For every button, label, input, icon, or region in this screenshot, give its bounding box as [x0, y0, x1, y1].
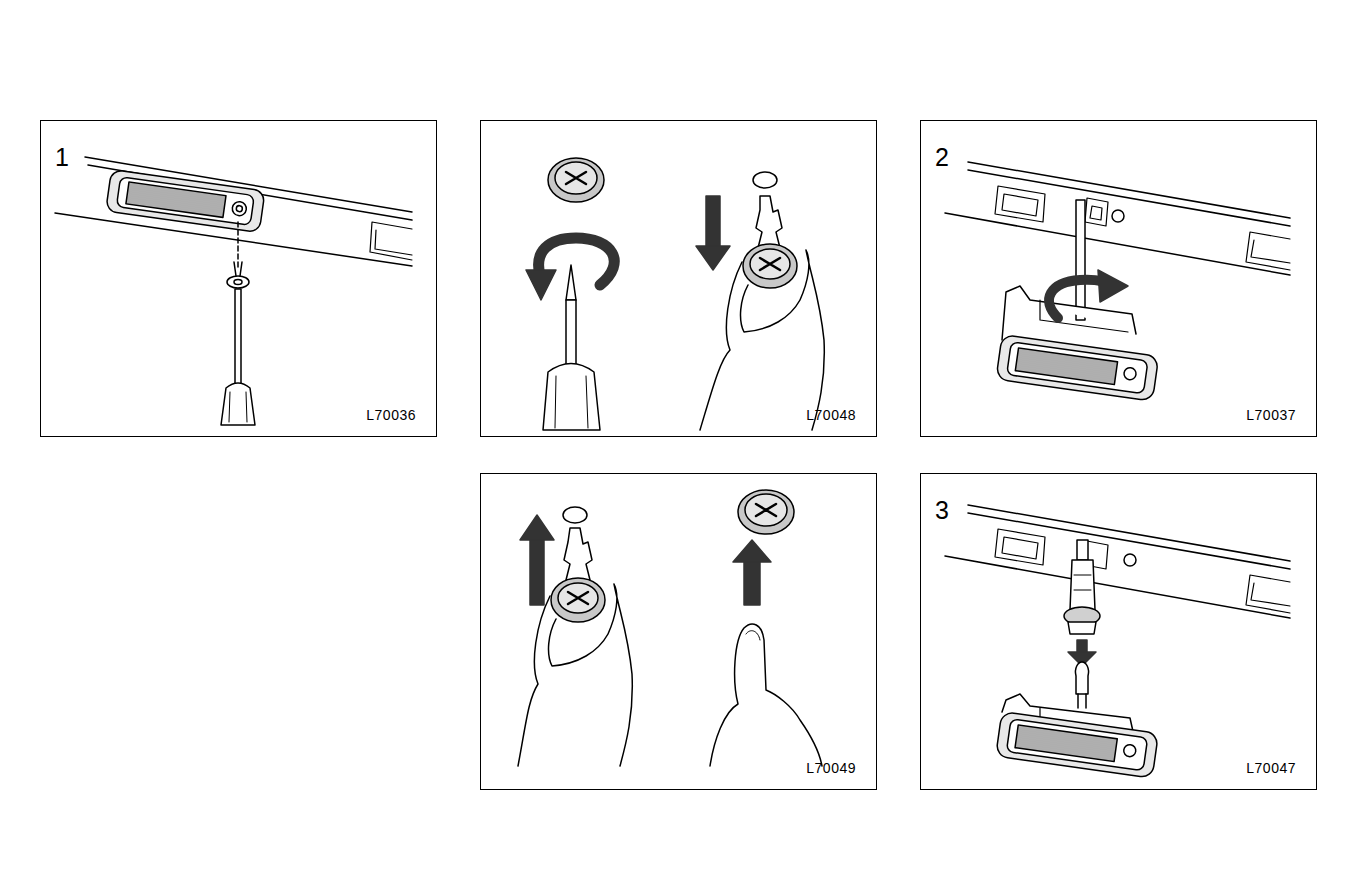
figure-panel: 3L70047: [920, 473, 1317, 790]
figure-panel: 1L70036: [40, 120, 437, 437]
figure-code: L70049: [806, 761, 856, 775]
clip-cap: [548, 158, 604, 202]
figure-code: L70036: [366, 408, 416, 422]
screwdriver: [543, 265, 600, 430]
hand: [518, 584, 632, 766]
push-arrow: [520, 515, 554, 605]
license-lamp: [996, 694, 1159, 778]
push-arrow: [733, 540, 771, 605]
clip-cap: [738, 490, 794, 534]
figure-panel: L70049: [480, 473, 877, 790]
hand: [700, 250, 824, 430]
rotate-arrow: [526, 238, 614, 300]
clip: [551, 528, 605, 622]
bumper-beam: [945, 505, 1290, 618]
clip: [227, 262, 249, 288]
step-number: 1: [55, 145, 69, 170]
leader-line: [237, 222, 239, 268]
step-number: 3: [935, 498, 949, 523]
figure-panel: L70048: [480, 120, 877, 437]
figure-panel: 2L70037: [920, 120, 1317, 437]
screwdriver: [1076, 200, 1085, 320]
figure-code: L70048: [806, 408, 856, 422]
clip-ring: [753, 172, 777, 188]
clip: [743, 196, 797, 288]
screwdriver: [221, 289, 255, 425]
thumb: [710, 624, 822, 766]
figure-code: L70037: [1246, 408, 1296, 422]
bulb-socket: [1064, 540, 1100, 634]
rotate-arrow: [1049, 270, 1128, 318]
figure-code: L70047: [1246, 761, 1296, 775]
pull-arrow: [696, 196, 730, 270]
wedge-bulb: [1075, 662, 1088, 708]
license-lamp: [106, 169, 265, 232]
bumper-beam: [55, 157, 412, 266]
step-number: 2: [935, 145, 949, 170]
bumper-beam: [945, 162, 1290, 275]
license-lamp: [996, 286, 1159, 401]
clip-ring: [563, 507, 587, 523]
